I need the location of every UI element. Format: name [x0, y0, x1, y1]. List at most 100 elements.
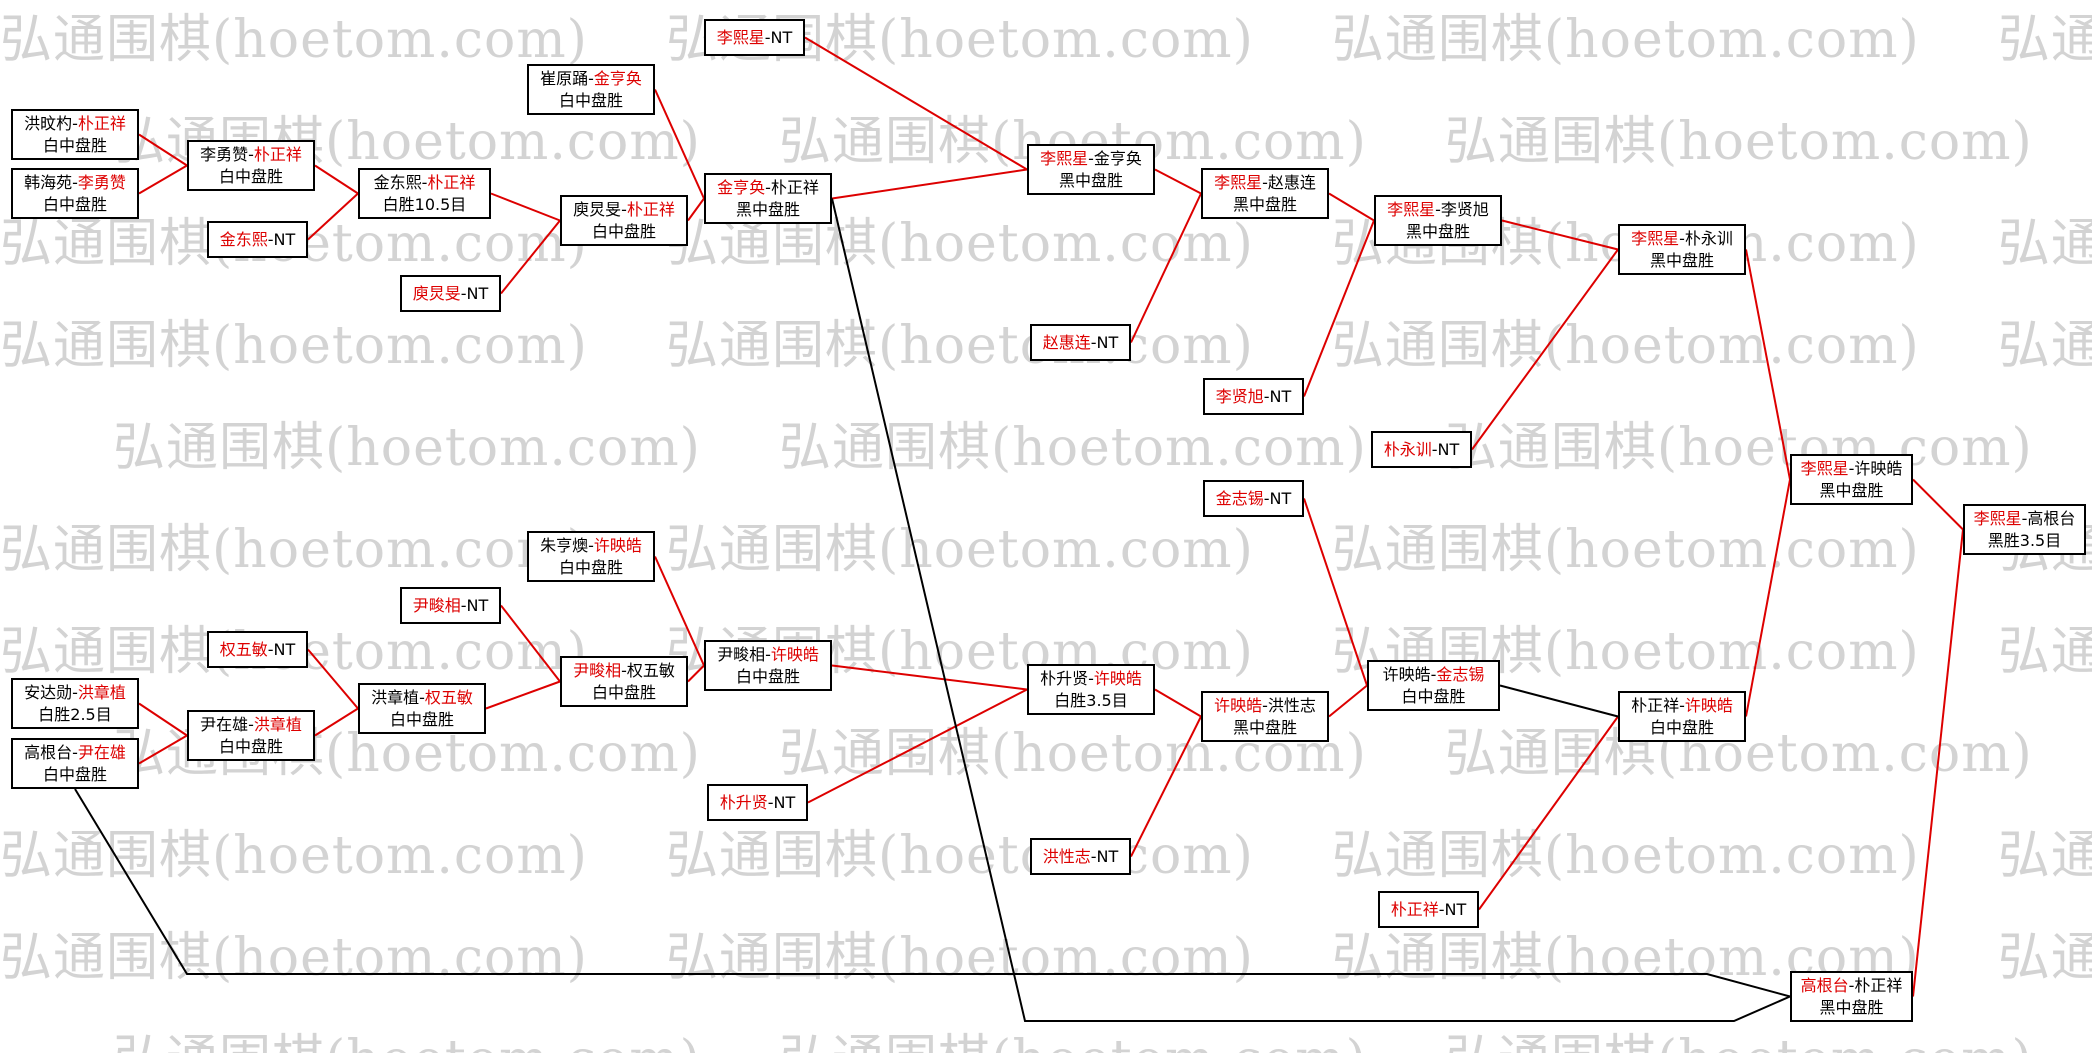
- match-box[interactable]: 庾炅旻-朴正祥白中盘胜: [560, 195, 688, 246]
- match-result: 黑胜3.5目: [1987, 530, 2062, 550]
- match-players: 安达勋-洪章植: [24, 682, 126, 704]
- match-box[interactable]: 金东熙-朴正祥白胜10.5目: [358, 168, 491, 219]
- winner-line: [1745, 249, 1791, 480]
- watermark-row: 弘通围棋(hoetom.com) 弘通围棋(hoetom.com) 弘通围棋(hoe…: [0, 828, 2092, 884]
- match-result: 黑中盘胜: [1819, 480, 1884, 500]
- watermark-text: 弘通围棋(hoetom.com): [665, 826, 1254, 886]
- match-box[interactable]: 尹畯相-许映皓白中盘胜: [704, 640, 832, 691]
- player-name: -NT: [267, 229, 296, 249]
- match-box[interactable]: 高根台-尹在雄白中盘胜: [11, 738, 139, 789]
- match-players: 李熙星-许映皓: [1801, 458, 1903, 480]
- winner-name: 洪章植: [77, 682, 126, 702]
- winner-line: [314, 707, 359, 737]
- entry-box[interactable]: 洪性志-NT: [1030, 838, 1131, 875]
- player-name: 洪章植-: [371, 687, 425, 707]
- player-name: -朴正祥: [1848, 975, 1903, 995]
- match-box[interactable]: 许映皓-金志锡白中盘胜: [1367, 660, 1500, 711]
- watermark-text: 弘通围棋(hoetom.com): [0, 520, 588, 580]
- entry-box[interactable]: 庾炅旻-NT: [400, 275, 501, 312]
- match-box[interactable]: 朴正祥-许映皓白中盘胜: [1618, 691, 1746, 742]
- match-box[interactable]: 李熙星-李贤旭黑中盘胜: [1374, 195, 1502, 246]
- match-box[interactable]: 洪旼杓-朴正祥白中盘胜: [11, 109, 139, 160]
- watermark-text: 弘通围棋(hoetom.com): [1331, 826, 1920, 886]
- match-players: 朴升贤-NT: [720, 792, 796, 814]
- watermark-row: 弘通围棋(hoetom.com)弘通围棋(hoetom.com)弘通围棋(hoe…: [0, 522, 2092, 578]
- match-players: 朴正祥-NT: [1391, 899, 1467, 921]
- match-result: 白中盘胜: [218, 166, 283, 186]
- winner-line: [687, 664, 705, 683]
- winner-line: [654, 89, 705, 199]
- winner-name: 许映皓: [593, 535, 642, 555]
- match-result: 白中盘胜: [42, 764, 107, 784]
- match-box[interactable]: 尹在雄-洪章植白中盘胜: [187, 710, 315, 761]
- match-box[interactable]: 李勇赞-朴正祥白中盘胜: [187, 140, 315, 191]
- winner-name: 朴正祥: [77, 113, 126, 133]
- winner-line: [1328, 192, 1375, 222]
- match-box[interactable]: 李熙星-朴永训黑中盘胜: [1618, 224, 1746, 275]
- watermark-text: 弘通围棋(hoetom.com): [665, 316, 1254, 376]
- player-name: -NT: [267, 639, 296, 659]
- winner-name: 尹在雄: [77, 742, 126, 762]
- watermark-row: 弘通围棋(hoetom.com)弘通围棋(hoetom.com)弘通围棋(hoe…: [113, 1032, 2092, 1053]
- match-box[interactable]: 李熙星-许映皓黑中盘胜: [1790, 454, 1913, 505]
- watermark-text: 弘通围棋(hoetom.com): [1997, 826, 2092, 886]
- match-box[interactable]: 高根台-朴正祥黑中盘胜: [1790, 971, 1913, 1022]
- winner-name: 金志锡: [1215, 488, 1264, 508]
- match-box[interactable]: 崔原踊-金亨奂白中盘胜: [527, 64, 655, 115]
- watermark-text: 弘通围棋(hoetom.com): [1997, 622, 2092, 682]
- match-box[interactable]: 尹畯相-权五敏白中盘胜: [560, 656, 688, 707]
- winner-name: 许映皓: [1684, 695, 1733, 715]
- winner-line: [314, 164, 359, 195]
- match-box[interactable]: 李熙星-金亨奂黑中盘胜: [1027, 144, 1155, 195]
- match-result: 白中盘胜: [218, 736, 283, 756]
- winner-line: [687, 197, 705, 222]
- winner-line: [500, 604, 561, 683]
- winner-name: 李贤旭: [1215, 386, 1264, 406]
- entry-box[interactable]: 金东熙-NT: [207, 221, 308, 258]
- watermark-text: 弘通围棋(hoetom.com): [1445, 1030, 2033, 1053]
- winner-line: [654, 556, 705, 666]
- entry-box[interactable]: 朴正祥-NT: [1378, 891, 1479, 928]
- match-players: 金志锡-NT: [1216, 488, 1292, 510]
- match-box[interactable]: 朴升贤-许映皓白胜3.5目: [1027, 664, 1155, 715]
- match-box[interactable]: 安达勋-洪章植白胜2.5目: [11, 678, 139, 729]
- match-box[interactable]: 洪章植-权五敏白中盘胜: [358, 683, 486, 734]
- match-box[interactable]: 李熙星-高根台黑胜3.5目: [1963, 504, 2086, 555]
- entry-box[interactable]: 金志锡-NT: [1203, 480, 1304, 517]
- winner-line: [1303, 498, 1368, 686]
- match-players: 庾炅旻-NT: [413, 283, 489, 305]
- entry-box[interactable]: 朴永训-NT: [1371, 431, 1472, 468]
- entry-box[interactable]: 李熙星-NT: [704, 19, 805, 56]
- player-name: -NT: [1090, 846, 1119, 866]
- watermark-row: 弘通围棋(hoetom.com)弘通围棋(hoetom.com)弘通围棋(hoe…: [0, 318, 2092, 374]
- winner-line: [1130, 193, 1202, 343]
- watermark-text: 弘通围棋(hoetom.com): [1444, 112, 2033, 172]
- watermark-text: 弘通围棋(hoetom.com): [1331, 10, 1920, 70]
- winner-line: [1130, 716, 1202, 857]
- winner-name: 朴正祥: [626, 199, 675, 219]
- entry-box[interactable]: 赵惠连-NT: [1030, 324, 1131, 361]
- entry-box[interactable]: 权五敏-NT: [207, 631, 308, 668]
- entry-box[interactable]: 尹畯相-NT: [400, 587, 501, 624]
- winner-line: [307, 192, 359, 241]
- match-box[interactable]: 韩海苑-李勇赞白中盘胜: [11, 168, 139, 219]
- match-result: 黑中盘胜: [1232, 194, 1297, 214]
- watermark-text: 弘通围棋(hoetom.com): [113, 1030, 701, 1053]
- match-box[interactable]: 李熙星-赵惠连黑中盘胜: [1201, 168, 1329, 219]
- match-players: 赵惠连-NT: [1043, 332, 1119, 354]
- entry-box[interactable]: 朴升贤-NT: [707, 784, 808, 821]
- match-box[interactable]: 金亨奂-朴正祥黑中盘胜: [704, 173, 832, 224]
- winner-name: 高根台: [1800, 975, 1849, 995]
- match-players: 金东熙-NT: [220, 229, 296, 251]
- match-box[interactable]: 许映皓-洪性志黑中盘胜: [1201, 691, 1329, 742]
- winner-name: 金东熙: [219, 229, 268, 249]
- match-players: 李熙星-朴永训: [1631, 228, 1733, 250]
- entry-box[interactable]: 李贤旭-NT: [1203, 378, 1304, 415]
- match-result: 白胜3.5目: [1054, 690, 1128, 710]
- match-box[interactable]: 朱亨燠-许映皓白中盘胜: [527, 531, 655, 582]
- match-result: 黑中盘胜: [1819, 997, 1884, 1017]
- winner-line: [1328, 684, 1368, 718]
- match-result: 黑中盘胜: [1649, 250, 1714, 270]
- player-name: -NT: [460, 595, 489, 615]
